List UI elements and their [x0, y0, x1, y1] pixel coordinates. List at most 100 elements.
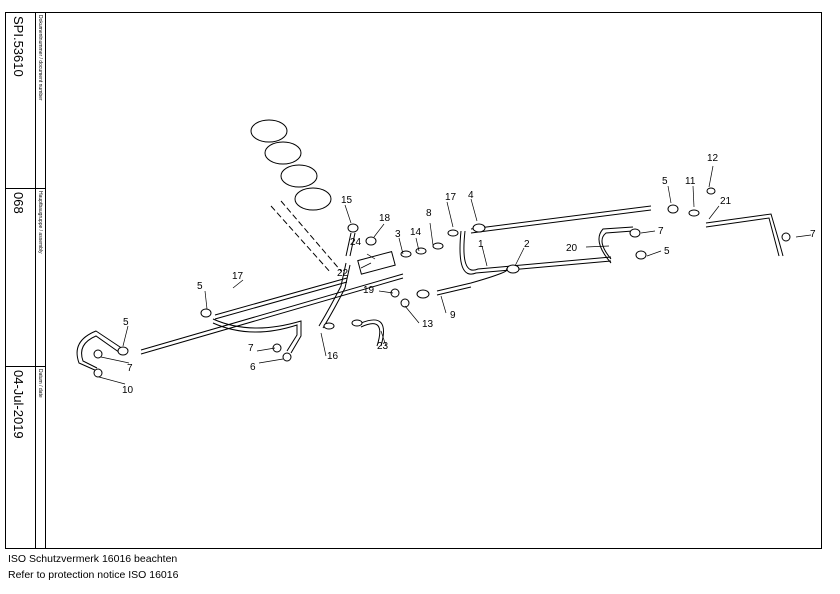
callout-3: 3: [395, 229, 401, 240]
fitting: [400, 298, 410, 308]
callout-4: 4: [468, 190, 474, 201]
title-block: Dokumentnummer / document number SPI.536…: [6, 13, 46, 548]
leader: [692, 185, 695, 208]
document-number-cell: Dokumentnummer / document number SPI.536…: [6, 13, 46, 188]
callout-10: 10: [122, 385, 134, 396]
footer-notice-en: Refer to protection notice ISO 16016: [8, 569, 179, 581]
date-cell: Datum / date 04-Jul-2019: [6, 367, 46, 547]
fitting: [472, 223, 486, 233]
callout-24: 24: [350, 237, 362, 248]
manifold-block: [357, 250, 396, 275]
callout-7: 7: [127, 363, 133, 374]
leader: [514, 247, 525, 267]
callout-12: 12: [707, 153, 719, 164]
leader: [378, 290, 394, 294]
document-number-value: SPI.53610: [11, 16, 26, 77]
callout-5: 5: [662, 176, 668, 187]
callout-15: 15: [341, 195, 353, 206]
leader: [640, 230, 656, 234]
valve-2: [264, 141, 302, 165]
leader: [100, 356, 130, 364]
leader: [667, 185, 672, 204]
fitting: [200, 308, 212, 318]
leader: [320, 332, 327, 357]
leader: [204, 290, 208, 310]
pipe-lines: [76, 200, 784, 372]
callout-11: 11: [685, 176, 696, 187]
leader-lines: [98, 165, 812, 385]
drawing-frame: Dokumentnummer / document number SPI.536…: [5, 12, 822, 549]
pipe-17-left: [140, 273, 404, 355]
callout-17: 17: [445, 192, 457, 203]
callout-6: 6: [250, 362, 256, 373]
fitting: [282, 352, 292, 362]
leader: [232, 279, 244, 289]
leader: [366, 253, 376, 260]
fitting: [706, 187, 716, 195]
callout-2: 2: [524, 239, 530, 250]
leader: [415, 237, 420, 252]
callout-9: 9: [450, 310, 456, 321]
leader: [481, 245, 488, 267]
leader: [708, 165, 714, 188]
callout-17: 17: [232, 271, 244, 282]
leader: [795, 234, 812, 238]
fitting: [93, 368, 103, 378]
pipe-21: [705, 213, 784, 257]
title-block-rule: [35, 13, 36, 548]
date-label: Datum / date: [37, 369, 43, 398]
footer-notice-de: ISO Schutzvermerk 16016 beachten: [8, 553, 178, 565]
pipe-15: [345, 232, 356, 257]
date-value: 04-Jul-2019: [11, 370, 26, 439]
fitting: [416, 289, 430, 299]
callout-labels: 1 2 3 4 5 5 5 5 6 7 7 7 7 8 9 10 11 12 1…: [122, 153, 816, 396]
fittings: [93, 119, 791, 378]
leader: [429, 222, 434, 246]
fitting: [688, 209, 700, 217]
fitting: [506, 264, 520, 274]
leader: [380, 330, 387, 347]
dashed-alignment: [270, 200, 342, 274]
leader: [470, 198, 478, 222]
callout-18: 18: [379, 213, 391, 224]
callout-14: 14: [410, 227, 422, 238]
fitting: [635, 250, 647, 260]
callout-19: 19: [363, 285, 375, 296]
callout-21: 21: [720, 196, 732, 207]
callout-8: 8: [426, 208, 432, 219]
fitting: [432, 242, 444, 250]
hydraulic-line-diagram: 1 2 3 4 5 5 5 5 6 7 7 7 7 8 9 10 11 12 1…: [76, 119, 816, 396]
assembly-value: 068: [11, 192, 26, 214]
leader: [585, 245, 610, 248]
pipe-left-loop: [76, 330, 127, 372]
fitting: [117, 346, 129, 356]
pipe-20: [598, 226, 634, 264]
valve-4: [294, 187, 332, 211]
callout-23: 23: [377, 341, 389, 352]
leader: [404, 305, 420, 324]
fitting: [365, 236, 377, 246]
leader: [98, 376, 126, 385]
callout-7: 7: [810, 229, 816, 240]
leader: [256, 347, 276, 352]
fitting: [415, 247, 427, 255]
fitting: [93, 349, 103, 359]
callout-5: 5: [123, 317, 129, 328]
assembly-label: Hauptbaugruppe / assembly: [37, 191, 43, 254]
fitting: [447, 229, 459, 237]
pipe-1: [459, 230, 612, 275]
leader: [344, 204, 352, 224]
leader: [446, 201, 454, 228]
callout-7: 7: [248, 343, 254, 354]
fitting: [347, 223, 359, 233]
fitting: [400, 250, 412, 258]
document-number-label: Dokumentnummer / document number: [37, 15, 43, 101]
callout-16: 16: [327, 351, 339, 362]
valve-3: [280, 164, 318, 188]
leader: [360, 262, 372, 269]
leader: [122, 325, 129, 347]
leader: [646, 250, 662, 257]
pipe-17: [214, 277, 348, 320]
fitting: [323, 322, 335, 330]
callout-7: 7: [658, 226, 664, 237]
